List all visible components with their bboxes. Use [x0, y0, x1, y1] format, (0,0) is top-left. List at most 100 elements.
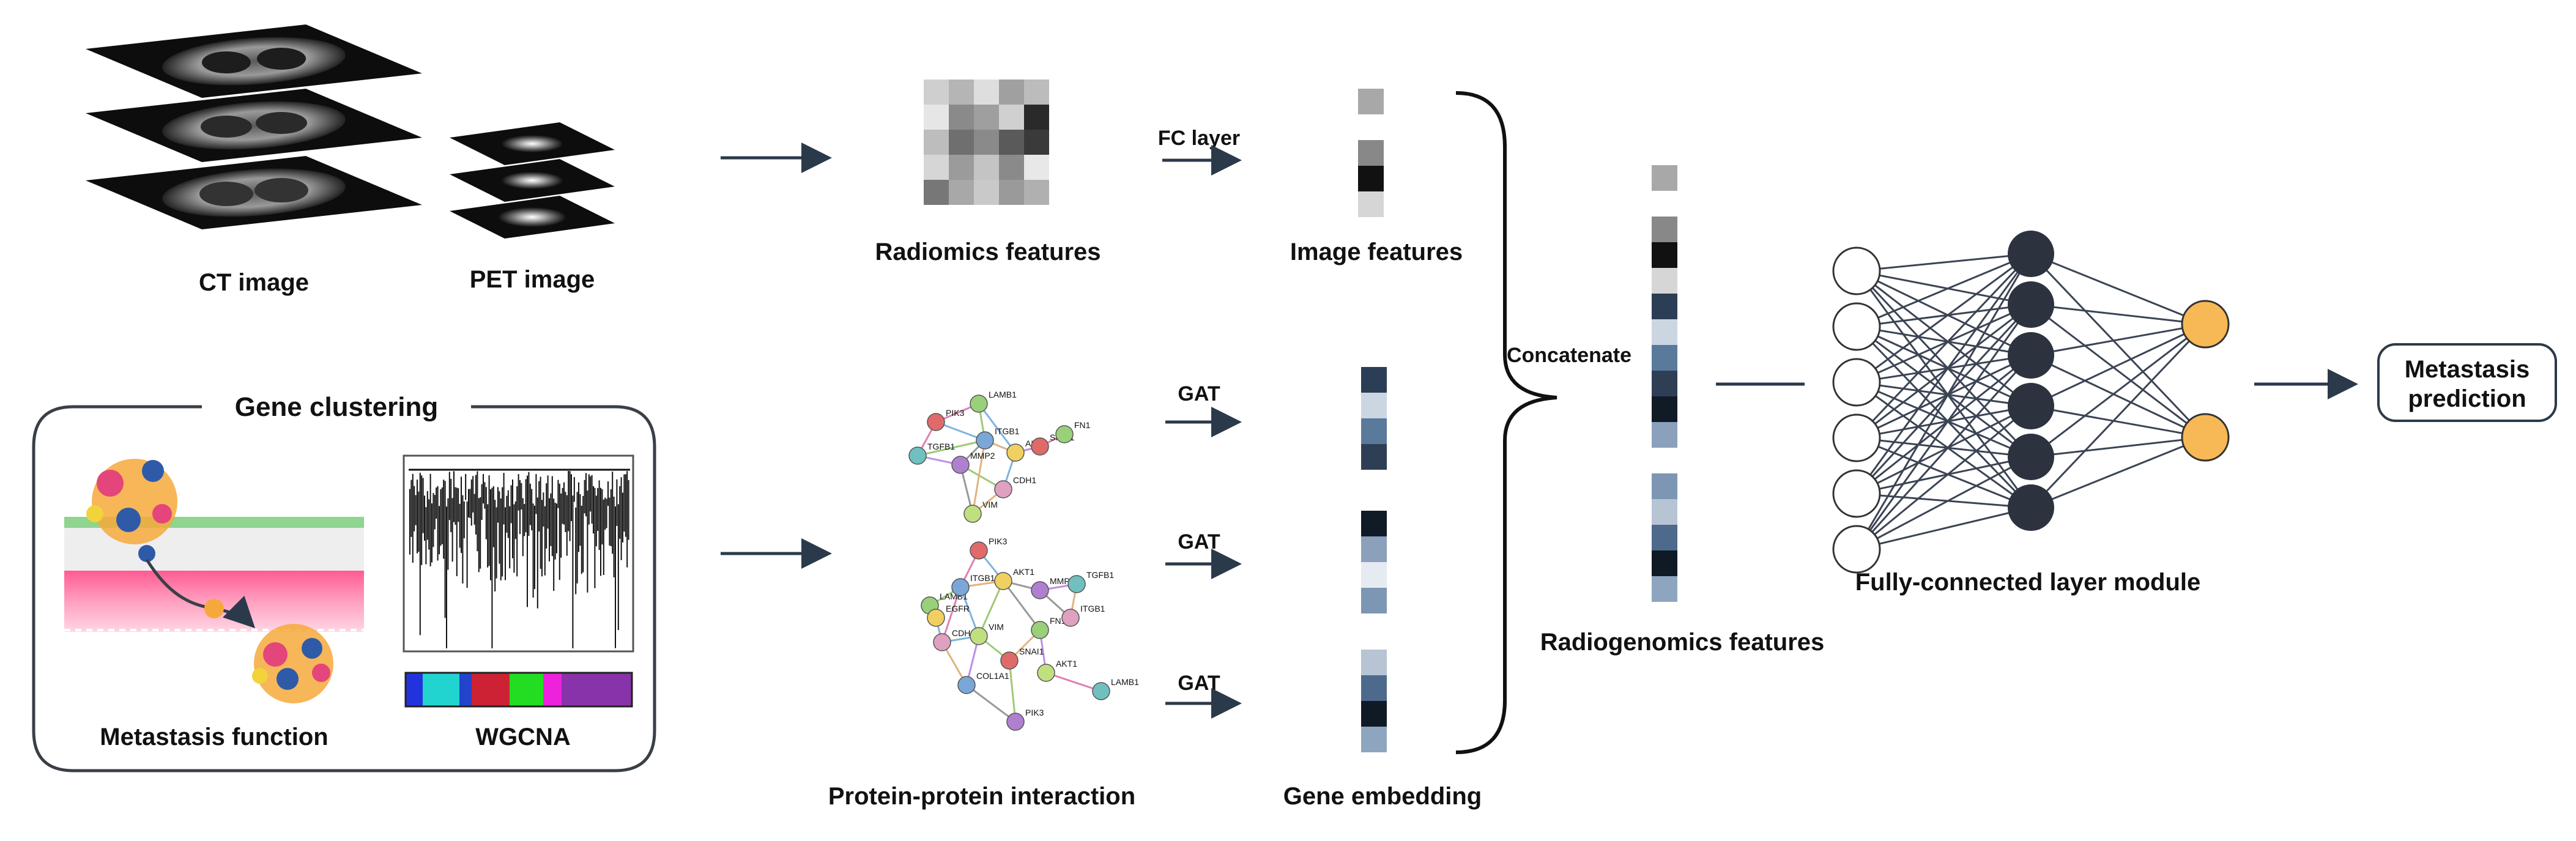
feature-cell [1652, 165, 1677, 191]
protein-node [1092, 682, 1110, 700]
ct-image-label: CT image [199, 269, 309, 296]
concatenate-label: Concatenate [1507, 344, 1631, 367]
protein-node-label: PIK3 [1025, 708, 1044, 717]
protein-node [957, 676, 976, 694]
pet-slice [450, 159, 615, 202]
radiomics-cell [999, 80, 1024, 105]
module-color-block [472, 673, 510, 706]
protein-node [933, 633, 951, 651]
protein-node-label: AKT1 [1056, 659, 1077, 669]
cell-cluster [86, 459, 177, 562]
radiogenomics-features-label: Radiogenomics features [1540, 629, 1825, 656]
feature-cell [1358, 89, 1384, 114]
ct-image-stack: CT image [86, 24, 422, 296]
ppi-network-bottom: PIK3LAMB1ITGB1AKT1MMP2TGFB1CDH1VIMSNAI1F… [921, 536, 1139, 731]
feature-cell [1652, 499, 1677, 525]
gene-embedding-vector [1361, 511, 1387, 613]
protein-node-label: FN1 [1074, 420, 1091, 430]
input-node [1832, 302, 1881, 351]
module-color-block [510, 673, 543, 706]
protein-node [970, 541, 988, 560]
feature-cell [1361, 650, 1387, 675]
input-node [1832, 469, 1881, 518]
protein-node [908, 446, 927, 465]
gene-embedding-vector [1361, 650, 1387, 752]
protein-node [994, 480, 1012, 498]
feature-cell [1652, 576, 1677, 602]
fc-module-label: Fully-connected layer module [1855, 569, 2201, 596]
protein-node [1031, 621, 1049, 639]
protein-node [994, 572, 1012, 590]
feature-cell [1361, 511, 1387, 536]
protein-node-label: LAMB1 [1111, 677, 1139, 687]
module-color-block [423, 673, 459, 706]
protein-node-label: AKT1 [1013, 567, 1034, 577]
radiomics-cell [949, 80, 974, 105]
hidden-node [2008, 434, 2054, 480]
radiomics-cell [924, 130, 949, 155]
protein-node-label: PIK3 [989, 536, 1008, 546]
fully-connected-network [1832, 231, 2230, 574]
protein-node-label: EGFR [946, 604, 970, 613]
radiomics-cell [974, 105, 999, 130]
feature-cell [1652, 242, 1677, 268]
feature-cell [1652, 550, 1677, 576]
ppi-label: Protein-protein interaction [828, 783, 1135, 810]
wgcna-label: WGCNA [475, 724, 571, 750]
protein-node [970, 627, 988, 645]
input-node [1832, 413, 1881, 462]
radiomics-cell [949, 155, 974, 180]
protein-node [1000, 651, 1019, 670]
module-color-block [562, 673, 632, 706]
hidden-node [2008, 281, 2054, 328]
radiomics-cell [924, 155, 949, 180]
feature-cell [1361, 418, 1387, 444]
feature-cell [1361, 588, 1387, 613]
radiomics-cell [974, 180, 999, 205]
image-features-vector [1358, 89, 1384, 217]
feature-cell [1652, 422, 1677, 448]
feature-cell [1652, 345, 1677, 371]
fc-layer-label: FC layer [1158, 127, 1240, 150]
radiomics-features-label: Radiomics features [875, 239, 1101, 265]
prediction-label-line1: Metastasis [2405, 356, 2530, 383]
gene-clustering-title: Gene clustering [235, 392, 439, 422]
radiomics-cell [999, 130, 1024, 155]
hidden-node [2008, 332, 2054, 379]
wgcna-module-color-bar [404, 672, 633, 708]
ct-slice [86, 156, 422, 229]
protein-node-label: VIM [982, 500, 998, 509]
protein-node-label: PIK3 [946, 408, 965, 418]
pet-slice [450, 122, 615, 165]
feature-cell [1652, 294, 1677, 319]
feature-cell [1358, 140, 1384, 166]
protein-node-label: ITGB1 [1080, 604, 1105, 613]
output-node [2181, 413, 2230, 462]
feature-cell [1361, 367, 1387, 393]
radiomics-cell [1024, 155, 1049, 180]
protein-node [970, 395, 988, 413]
protein-node [927, 609, 945, 627]
feature-cell [1652, 525, 1677, 550]
pet-image-stack: PET image [450, 122, 615, 293]
concatenate-brace [1455, 91, 1557, 754]
radiomics-cell [949, 130, 974, 155]
feature-cell [1361, 562, 1387, 588]
protein-node [1006, 443, 1025, 462]
protein-node [951, 456, 970, 474]
protein-node [927, 413, 945, 431]
protein-node-label: LAMB1 [989, 390, 1017, 399]
feature-cell [1361, 444, 1387, 470]
pet-slice [450, 196, 615, 239]
radiomics-cell [1024, 130, 1049, 155]
metastasis-illustration [64, 459, 364, 703]
feature-cell [1361, 701, 1387, 727]
radiomics-feature-grid [924, 80, 1049, 205]
input-node [1832, 525, 1881, 574]
hidden-node [2008, 383, 2054, 429]
protein-node [963, 505, 982, 523]
image-features-label: Image features [1290, 239, 1463, 265]
feature-cell [1652, 473, 1677, 499]
ppi-network-top: PIK3LAMB1ITGB1AKT1MMP2TGFB1CDH1VIMSNAI1F… [908, 390, 1091, 523]
protein-node-label: TGFB1 [927, 442, 955, 451]
